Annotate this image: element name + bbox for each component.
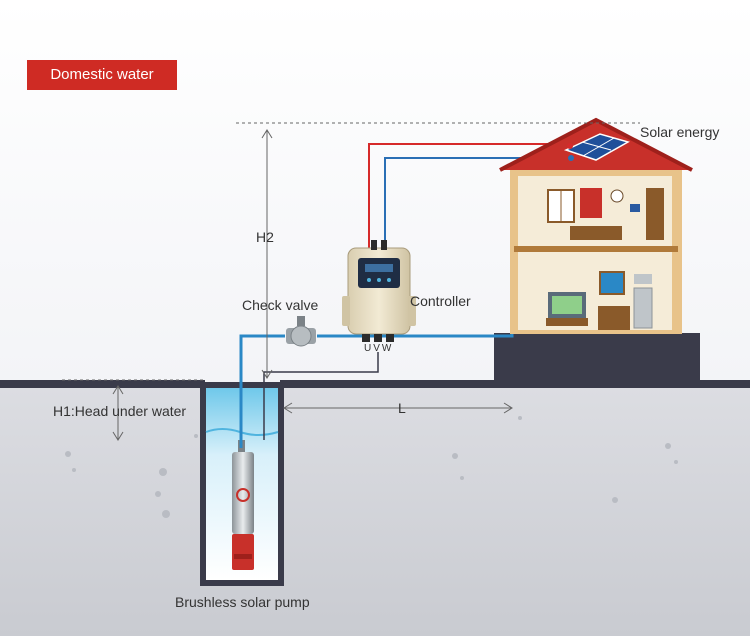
bubbles: [65, 416, 678, 518]
check-valve-label: Check valve: [242, 297, 319, 313]
solar-energy-label: Solar energy: [640, 124, 720, 140]
h2-label: H2: [256, 229, 274, 245]
controller-device: [342, 240, 416, 342]
uvw-label: UVW: [364, 343, 394, 354]
pump-label: Brushless solar pump: [175, 594, 310, 610]
check-valve: [286, 316, 316, 347]
ground: [0, 333, 750, 636]
dimension-lines: [62, 122, 640, 441]
domestic-water-badge: Domestic water: [27, 60, 177, 90]
pump: [232, 440, 254, 570]
l-label: L: [398, 400, 406, 416]
motor-cable: [263, 352, 379, 440]
house: [510, 166, 682, 334]
solar-wires: [368, 143, 570, 250]
controller-label: Controller: [410, 293, 471, 309]
solar-panel: [563, 133, 630, 161]
h1-label: H1:Head under water: [53, 403, 187, 419]
